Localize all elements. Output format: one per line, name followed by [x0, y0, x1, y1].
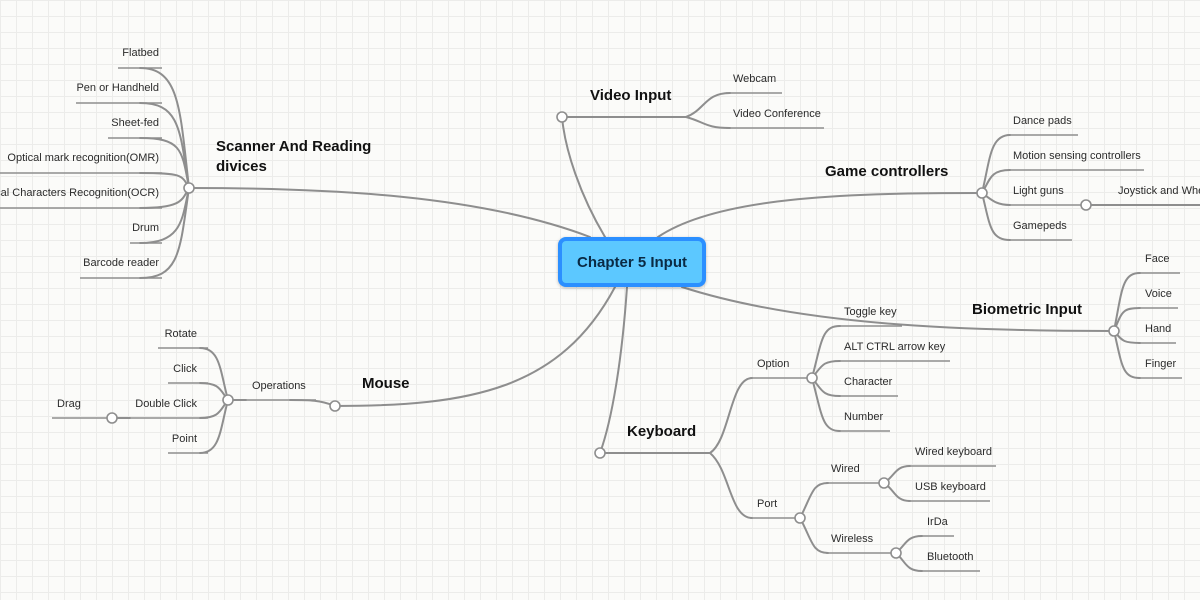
mouse-knob: [329, 400, 341, 412]
game-item[interactable]: Motion sensing controllers: [1013, 150, 1141, 162]
scanner-item[interactable]: Pen or Handheld: [76, 82, 159, 94]
topic-video-input[interactable]: Video Input: [590, 87, 672, 104]
biometric-item[interactable]: Voice: [1145, 288, 1172, 300]
scanner-item[interactable]: Sheet-fed: [111, 117, 159, 129]
root-topic[interactable]: Chapter 5 Input: [558, 237, 706, 287]
keyboard-option[interactable]: Option: [757, 358, 790, 370]
game-item[interactable]: Gamepeds: [1013, 220, 1067, 232]
port-knob: [794, 512, 806, 524]
option-knob: [806, 372, 818, 384]
port-wireless[interactable]: Wireless: [831, 533, 874, 545]
topic-mouse[interactable]: Mouse: [362, 375, 410, 392]
topic-scanner-line2: divices: [216, 158, 267, 175]
port-wired[interactable]: Wired: [831, 463, 860, 475]
topic-keyboard[interactable]: Keyboard: [627, 423, 697, 440]
option-item[interactable]: ALT CTRL arrow key: [844, 341, 946, 353]
video-item[interactable]: Video Conference: [733, 108, 821, 120]
topic-biometric-input[interactable]: Biometric Input: [972, 301, 1083, 318]
wired-knob: [878, 477, 890, 489]
scanner-item[interactable]: Optical Characters Recognition(OCR): [0, 187, 159, 199]
game-item[interactable]: Dance pads: [1013, 115, 1072, 127]
mouse-operation-item[interactable]: Rotate: [164, 328, 197, 340]
wireless-item[interactable]: IrDa: [927, 516, 948, 528]
scanner-knob: [183, 182, 195, 194]
option-item[interactable]: Toggle key: [844, 306, 897, 318]
scanner-item[interactable]: Flatbed: [122, 47, 159, 59]
video-knob: [556, 111, 568, 123]
biometric-knob: [1108, 325, 1120, 337]
mouse-operations[interactable]: Operations: [252, 380, 306, 392]
video-item[interactable]: Webcam: [733, 73, 777, 85]
double-click-child[interactable]: Drag: [57, 398, 81, 410]
scanner-item[interactable]: Barcode reader: [83, 257, 159, 269]
game-item[interactable]: Light guns: [1013, 185, 1064, 197]
topic-scanner[interactable]: Scanner And Reading divices: [216, 137, 371, 177]
light-guns-child[interactable]: Joystick and Wheels: [1118, 185, 1200, 197]
double-click-knob: [106, 412, 118, 424]
light-guns-knob: [1080, 199, 1092, 211]
mouse-operation-item[interactable]: Click: [173, 363, 197, 375]
wired-item[interactable]: Wired keyboard: [915, 446, 993, 458]
option-item[interactable]: Number: [844, 411, 884, 423]
wired-item[interactable]: USB keyboard: [915, 481, 986, 493]
scanner-item[interactable]: Drum: [132, 222, 159, 234]
keyboard-port[interactable]: Port: [757, 498, 778, 510]
keyboard-knob: [594, 447, 606, 459]
biometric-item[interactable]: Face: [1145, 253, 1170, 265]
option-item[interactable]: Character: [844, 376, 893, 388]
root-topic-label: Chapter 5 Input: [576, 253, 687, 271]
biometric-item[interactable]: Hand: [1145, 323, 1172, 335]
scanner-item[interactable]: Optical mark recognition(OMR): [7, 152, 159, 164]
biometric-item[interactable]: Finger: [1145, 358, 1177, 370]
mouse-operation-item[interactable]: Double Click: [135, 398, 197, 410]
topic-scanner-line1: Scanner And Reading: [216, 138, 372, 155]
topic-game-controllers[interactable]: Game controllers: [825, 163, 949, 180]
wireless-item[interactable]: Bluetooth: [927, 551, 974, 563]
game-knob: [976, 187, 988, 199]
mouse-operation-item[interactable]: Point: [171, 433, 197, 445]
wireless-knob: [890, 547, 902, 559]
operations-knob: [222, 394, 234, 406]
